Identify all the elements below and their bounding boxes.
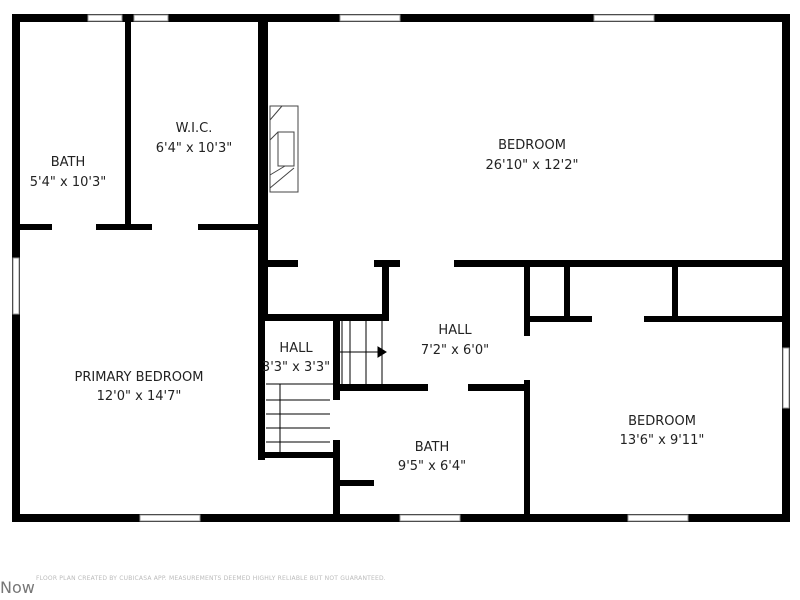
room-name: BEDROOM <box>498 138 566 153</box>
wall-closet-right <box>382 262 389 320</box>
room-name: HALL <box>438 323 472 338</box>
wall-bath-stub <box>340 480 374 486</box>
door <box>333 400 340 440</box>
room-labels: BATH 5'4" x 10'3" W.I.C. 6'4" x 10'3" BE… <box>30 121 705 474</box>
window <box>782 347 790 409</box>
wall-bath-wic <box>125 22 131 228</box>
door <box>428 384 468 391</box>
door-openings <box>52 224 644 440</box>
door <box>592 316 644 322</box>
door <box>524 336 530 380</box>
wall-stair-bottom <box>258 452 338 458</box>
room-size: 12'0" x 14'7" <box>97 389 182 404</box>
wall-bedroom2-top <box>524 316 782 322</box>
wall-closet-bottom <box>262 314 389 321</box>
room-size: 13'6" x 9'11" <box>620 433 705 448</box>
room-name: BATH <box>51 155 86 170</box>
room-size: 7'2" x 6'0" <box>421 343 489 358</box>
room-name: BATH <box>415 440 450 455</box>
room-name: PRIMARY BEDROOM <box>75 370 204 385</box>
windows <box>12 14 790 522</box>
fireplace <box>269 105 299 193</box>
stairs <box>266 320 387 452</box>
room-name: BEDROOM <box>628 414 696 429</box>
door <box>52 224 96 230</box>
door <box>400 260 454 267</box>
room-size: 9'5" x 6'4" <box>398 459 466 474</box>
window <box>339 14 401 22</box>
room-size: 3'3" x 3'3" <box>262 360 330 375</box>
window <box>593 14 655 22</box>
wall-bath-bedroom <box>524 262 530 522</box>
window <box>87 14 123 22</box>
door <box>298 260 374 267</box>
window <box>12 257 20 315</box>
window <box>627 514 689 522</box>
watermark: Now <box>0 578 35 597</box>
window <box>133 14 169 22</box>
footer-disclaimer: FLOOR PLAN CREATED BY CUBICASA APP. MEAS… <box>36 575 386 582</box>
room-name: HALL <box>279 341 313 356</box>
wall-wic-bedroom <box>258 14 268 320</box>
window <box>139 514 201 522</box>
room-size: 5'4" x 10'3" <box>30 175 106 190</box>
room-size: 6'4" x 10'3" <box>156 141 232 156</box>
wall-top <box>12 14 790 22</box>
wall-closet-a <box>564 262 570 320</box>
wall-right <box>782 14 790 522</box>
wall-bath-primary <box>12 224 262 230</box>
room-name: W.I.C. <box>176 121 213 136</box>
wall-bedroom-bottom <box>262 260 782 267</box>
wall-closet-b <box>672 262 678 320</box>
window <box>399 514 461 522</box>
room-size: 26'10" x 12'2" <box>486 158 579 173</box>
door <box>152 224 198 230</box>
wall-primary-stair <box>258 320 265 460</box>
